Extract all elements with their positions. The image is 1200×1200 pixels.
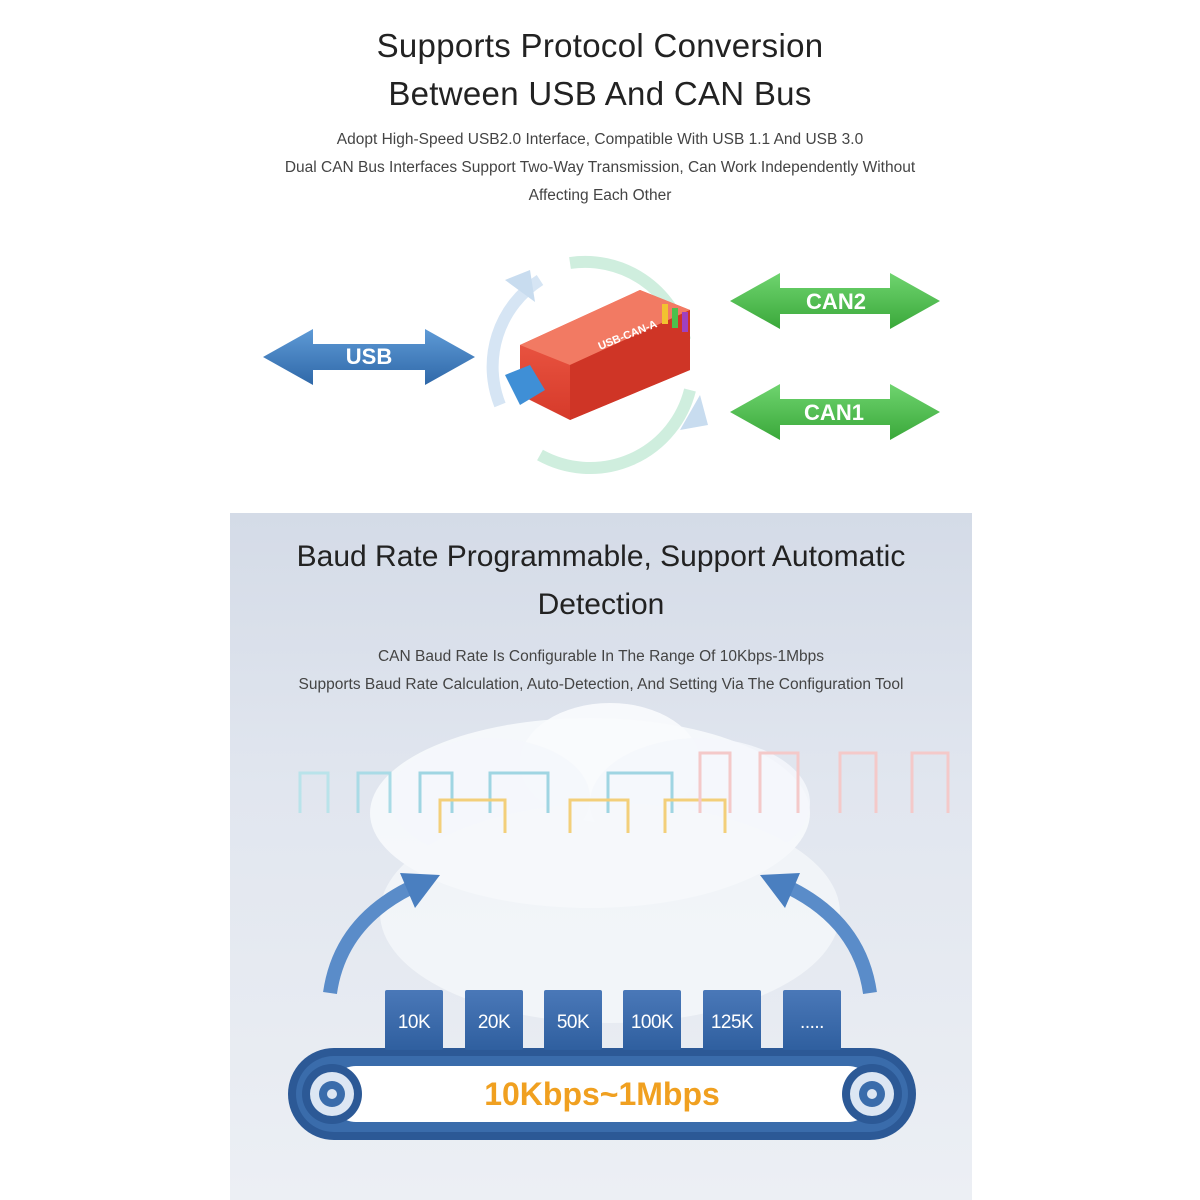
curved-arrow-left-icon bbox=[323, 873, 440, 995]
rate-box-more: ..... bbox=[783, 990, 841, 1050]
rate-box-50k: 50K bbox=[544, 990, 602, 1050]
section1-desc-line2: Dual CAN Bus Interfaces Support Two-Way … bbox=[284, 159, 916, 176]
gear-right-icon bbox=[842, 1064, 902, 1124]
section-baud-rate: Baud Rate Programmable, Support Automati… bbox=[230, 513, 972, 1200]
usb-arrow: USB bbox=[263, 329, 475, 385]
section2-desc-line1: CAN Baud Rate Is Configurable In The Ran… bbox=[377, 648, 825, 665]
rate-box-10k: 10K bbox=[385, 990, 443, 1050]
usb-label: USB bbox=[346, 344, 392, 369]
cloud-background bbox=[288, 703, 950, 1140]
usb-can-device: USB-CAN-A bbox=[505, 290, 690, 420]
rate-box-125k: 125K bbox=[703, 990, 761, 1050]
section1-title-line1: Supports Protocol Conversion bbox=[376, 27, 824, 64]
section1-desc-line1: Adopt High-Speed USB2.0 Interface, Compa… bbox=[336, 131, 864, 148]
section2-title-line1: Baud Rate Programmable, Support Automati… bbox=[296, 540, 906, 573]
can1-label: CAN1 bbox=[804, 400, 864, 425]
section2-title-line2: Detection bbox=[537, 588, 665, 621]
baud-range-label: 10Kbps~1Mbps bbox=[484, 1076, 720, 1112]
curved-arrow-right-icon bbox=[760, 873, 877, 995]
gear-left-icon bbox=[302, 1064, 362, 1124]
rate-box-100k: 100K bbox=[623, 990, 681, 1050]
can2-arrow: CAN2 bbox=[730, 273, 940, 329]
protocol-diagram: USB CAN2 CAN1 USB-CAN-A bbox=[263, 255, 940, 474]
can1-arrow: CAN1 bbox=[730, 384, 940, 440]
can2-label: CAN2 bbox=[806, 289, 866, 314]
conveyor-belt bbox=[288, 1048, 916, 1140]
section2-desc-line2: Supports Baud Rate Calculation, Auto-Det… bbox=[298, 676, 904, 693]
signal-waves-icon bbox=[298, 751, 950, 833]
rate-box-20k: 20K bbox=[465, 990, 523, 1050]
section1-desc-line3: Affecting Each Other bbox=[528, 187, 672, 204]
section1-title-line2: Between USB And CAN Bus bbox=[388, 75, 812, 112]
